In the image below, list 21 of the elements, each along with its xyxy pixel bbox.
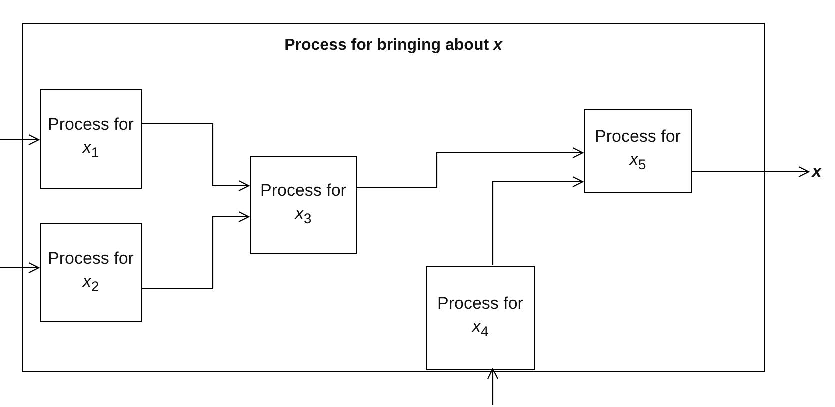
output-label: x — [812, 160, 822, 183]
process-box — [250, 156, 357, 254]
process-label: Process for x$_{2}$ — [47, 248, 135, 298]
arrow — [141, 123, 250, 192]
box-heading: Process for bringing about x — [284, 36, 504, 56]
arrow — [0, 262, 40, 274]
process-label: Process for x$_{4}$ — [436, 293, 524, 343]
process-label: Process for x$_{1}$ — [47, 114, 135, 164]
process-box — [40, 89, 142, 189]
process-box — [584, 109, 692, 193]
arrow — [492, 176, 584, 265]
enclosing-process-box — [22, 23, 765, 372]
arrow — [691, 166, 810, 178]
process-label: Process for x$_{5}$ — [594, 126, 682, 176]
arrow — [141, 211, 250, 290]
process-box — [426, 266, 535, 370]
arrow — [0, 134, 40, 146]
arrow — [487, 368, 499, 405]
process-label: Process for x$_{3}$ — [260, 180, 348, 230]
process-box — [40, 223, 142, 322]
arrow — [356, 147, 584, 189]
